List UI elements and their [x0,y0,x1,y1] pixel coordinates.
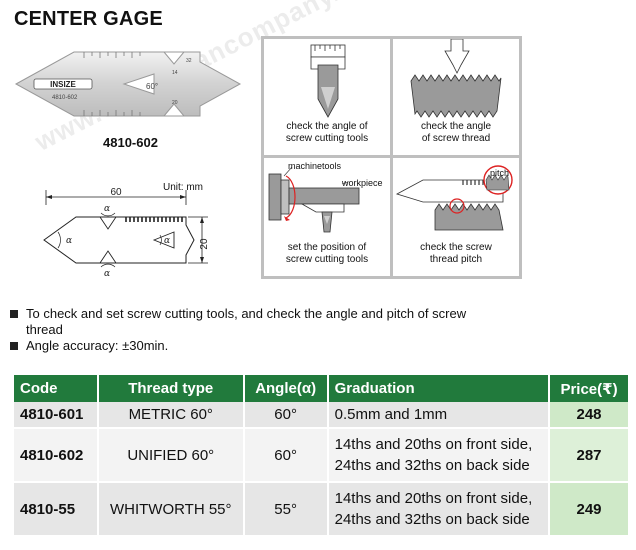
header-code: Code [14,375,99,402]
header-price: Price(₹) [549,375,630,402]
engraved-32: 32 [186,58,192,64]
cell-price: 287 [549,428,630,483]
illustration-check-thread-angle: check the angle of screw thread [393,39,519,155]
label-workpiece: workpiece [342,178,383,188]
cell-code: 4810-601 [14,402,99,429]
table-header-row: Code Thread type Angle(α) Graduation Pri… [14,375,630,402]
caption-2-line2: of screw thread [421,133,491,144]
page-title: CENTER GAGE [14,8,163,30]
header-angle: Angle(α) [243,375,329,402]
height-dimension: 20 [199,238,210,250]
feature-item: Angle accuracy: ±30min. [10,338,466,354]
engraved-angle: 60° [146,82,158,91]
illustration-check-thread-pitch: pitch check the screw thread pitch [393,158,519,276]
usage-illustration-panel: check the angle of screw cutting tools c… [261,36,522,279]
alpha-label-top: α [104,204,110,214]
engraved-20: 20 [172,100,178,106]
caption-2-line1: check the angle [420,121,492,132]
cell-thread-type: UNIFIED 60° [97,428,245,483]
caption-4-line2: thread pitch [429,254,483,265]
engraved-14: 14 [172,70,178,76]
brand-logo-text: INSIZE [50,80,76,89]
table-row: 4810-601 METRIC 60° 60° 0.5mm and 1mm 24… [14,402,630,429]
spec-table: Code Thread type Angle(α) Graduation Pri… [14,375,630,537]
cell-graduation: 0.5mm and 1mm [327,402,551,429]
feature-item: To check and set screw cutting tools, an… [10,306,466,338]
graduation-line2: 24ths and 32ths on back side [334,511,530,528]
label-pitch: pitch [490,168,510,178]
graduation-line1: 14ths and 20ths on front side, [334,436,533,453]
label-machinetools: machinetools [288,161,342,171]
unit-label: Unit: mm [163,182,203,193]
cell-code: 4810-602 [14,428,99,483]
alpha-label-left: α [66,236,72,246]
model-label: 4810-602 [103,135,158,150]
engraved-code: 4810-602 [52,95,78,101]
cell-thread-type: WHITWORTH 55° [97,482,245,537]
feature-list: To check and set screw cutting tools, an… [10,306,466,354]
center-gage-photo: INSIZE 4810-602 60° 32 14 20 [14,51,242,117]
header-thread-type: Thread type [97,375,245,402]
feature-text: To check and set screw cutting tools, an… [26,306,467,321]
insize-logo: INSIZE [33,78,93,90]
cell-graduation: 14ths and 20ths on front side, 24ths and… [327,428,551,483]
cell-graduation: 14ths and 20ths on front side, 24ths and… [327,482,551,537]
caption-3-line2: screw cutting tools [285,254,369,265]
caption-1-line1: check the angle of [286,121,368,132]
cell-angle: 60° [243,428,329,483]
graduation-line1: 0.5mm and 1mm [334,406,448,423]
cell-code: 4810-55 [14,482,99,537]
cell-price: 249 [549,482,630,537]
table-row: 4810-55 WHITWORTH 55° 55° 14ths and 20th… [14,482,630,537]
graduation-line1: 14ths and 20ths on front side, [334,490,533,507]
caption-4-line1: check the screw [420,242,492,253]
header-graduation: Graduation [327,375,551,402]
dimension-drawing: 60 α α α α 20 [43,187,210,279]
cell-angle: 60° [243,402,329,429]
alpha-label-right: α [164,236,170,246]
illustration-set-tool-position: machinetools workpiece set the position … [264,158,390,276]
cell-price: 248 [549,402,630,429]
alpha-label-bottom: α [104,269,110,279]
feature-text-continued: thread [26,322,63,337]
feature-text: Angle accuracy: ±30min. [26,338,169,353]
graduation-line2: 24ths and 32ths on back side [334,457,530,474]
caption-3-line1: set the position of [287,242,367,253]
length-dimension: 60 [110,187,122,198]
caption-1-line2: screw cutting tools [285,133,369,144]
table-row: 4810-602 UNIFIED 60° 60° 14ths and 20ths… [14,428,630,483]
cell-thread-type: METRIC 60° [97,402,245,429]
cell-angle: 55° [243,482,329,537]
bullet-icon [10,310,18,318]
illustration-check-tool-angle: check the angle of screw cutting tools [264,39,390,155]
bullet-icon [10,342,18,350]
